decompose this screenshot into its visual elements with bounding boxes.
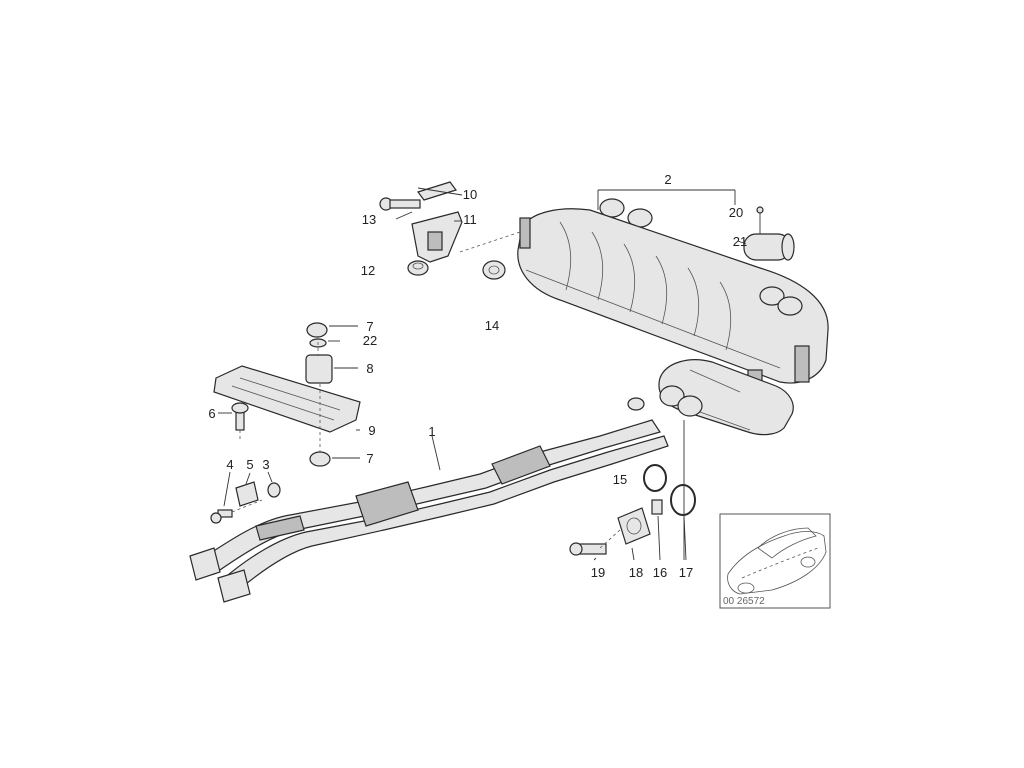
center-mount-assembly [213,322,361,467]
callout-labels: 1 2 3 4 5 6 7 7 8 9 10 11 12 13 14 15 16… [208,172,747,580]
front-pipe-assembly [189,397,669,603]
callout-18: 18 [629,565,643,580]
leader-lines [218,187,747,561]
callout-6: 6 [208,406,215,421]
callout-21: 21 [733,234,747,249]
callout-16: 16 [653,565,667,580]
callout-11: 11 [463,212,477,227]
vehicle-location-thumbnail: 00 26572 [719,513,831,609]
callout-2: 2 [664,172,671,187]
callout-14: 14 [485,318,499,333]
car-silhouette-icon [727,527,827,595]
callout-20: 20 [729,205,743,220]
thumbnail-code: 00 26572 [723,596,765,607]
hanger-assembly [379,181,506,280]
rear-muffler [517,198,829,436]
callout-17: 17 [679,565,693,580]
callout-7-top: 7 [366,319,373,334]
callout-4: 4 [226,457,233,472]
callout-10: 10 [463,187,477,202]
callout-5: 5 [246,457,253,472]
callout-9: 9 [368,423,375,438]
callout-22: 22 [363,333,377,348]
tailpipe-tip [743,206,795,261]
front-fasteners [210,481,281,524]
callout-8: 8 [366,361,373,376]
callout-3: 3 [262,457,269,472]
assembly-dashed-lines [231,231,621,549]
callout-12: 12 [361,263,375,278]
callout-15: 15 [613,472,627,487]
callout-1: 1 [428,424,435,439]
thumbnail-frame [719,513,831,609]
callout-13: 13 [362,212,376,227]
rear-clamps [569,464,696,556]
callout-7-bottom: 7 [366,451,373,466]
callout-19: 19 [591,565,605,580]
